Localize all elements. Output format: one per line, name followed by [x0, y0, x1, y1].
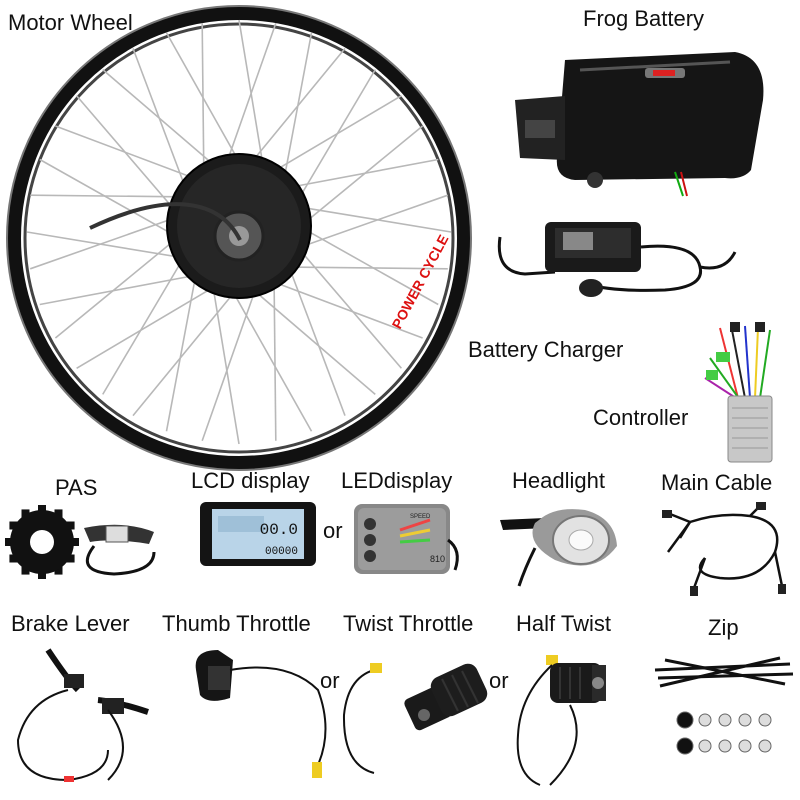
label-frog-battery: Frog Battery	[583, 6, 705, 31]
motor-wheel-image: POWER CYCLE	[0, 0, 480, 471]
lcd-speed-readout: 00.0	[260, 521, 298, 539]
controller-image	[700, 318, 790, 468]
label-motor-wheel: Motor Wheel	[8, 10, 133, 35]
label-lcd-display: LCD display	[191, 468, 310, 493]
lcd-display-image: 00.0 00000	[200, 502, 320, 568]
label-twist-throttle: Twist Throttle	[343, 611, 474, 636]
brake-lever-image	[8, 640, 158, 790]
or-connector-throttle-1: or	[320, 668, 340, 693]
label-battery-charger: Battery Charger	[468, 337, 624, 362]
thumb-throttle-image	[188, 640, 338, 785]
label-half-twist: Half Twist	[516, 611, 611, 636]
pas-sensor-image	[4, 502, 164, 582]
wheel-spokes	[26, 19, 452, 445]
label-led-display: LEDdisplay	[341, 468, 453, 493]
headlight-image	[495, 498, 625, 588]
label-brake-lever: Brake Lever	[11, 611, 130, 636]
or-connector-display: or	[323, 518, 343, 543]
main-cable-image	[660, 502, 790, 597]
lcd-odometer-readout: 00000	[265, 546, 298, 558]
led-model-text: 810	[430, 554, 445, 564]
label-pas: PAS	[55, 475, 98, 500]
twist-throttle-image	[338, 655, 493, 785]
label-thumb-throttle: Thumb Throttle	[162, 611, 311, 636]
frog-battery-image	[505, 40, 775, 200]
zip-ties-image	[654, 650, 795, 770]
label-controller: Controller	[593, 405, 689, 430]
label-main-cable: Main Cable	[661, 470, 773, 495]
led-brand-text: SPEED	[410, 514, 431, 520]
half-twist-image	[510, 655, 620, 790]
led-display-image: SPEED 810	[350, 500, 465, 585]
or-connector-throttle-2: or	[489, 668, 509, 693]
battery-charger-image	[495, 212, 745, 312]
label-headlight: Headlight	[512, 468, 605, 493]
label-zip: Zip	[708, 615, 739, 640]
